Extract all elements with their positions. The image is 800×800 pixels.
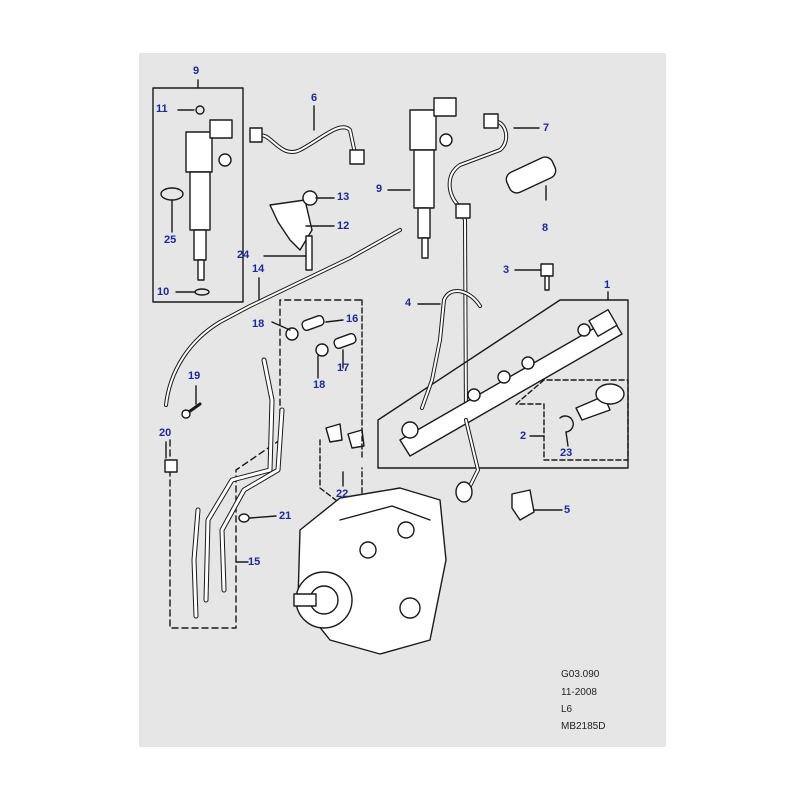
callout-9-top: 9 [193, 65, 200, 77]
callout-22: 22 [336, 488, 349, 500]
clip-22-a [325, 423, 343, 443]
fuel-rail [399, 309, 623, 457]
callout-13: 13 [337, 191, 350, 203]
clip-11 [195, 105, 205, 115]
rail-box [377, 299, 629, 469]
callout-1: 1 [604, 279, 611, 291]
callout-24: 24 [237, 249, 250, 261]
sleeve-8 [505, 156, 557, 194]
callout-10: 10 [157, 286, 170, 298]
callout-9-right: 9 [376, 183, 383, 195]
return-hose-box [169, 299, 363, 629]
clip-22-b [347, 429, 365, 449]
clip-18-a [285, 327, 299, 341]
sensor-box [515, 379, 629, 461]
model-code: L6 [561, 704, 573, 715]
callout-23: 23 [560, 447, 573, 459]
callout-12: 12 [337, 220, 350, 232]
nut-13 [302, 190, 318, 206]
clip-18-b [315, 343, 329, 357]
callout-5: 5 [564, 504, 571, 516]
reference-number: G03.090 [561, 669, 600, 680]
issue-date: 11-2008 [561, 687, 597, 698]
sleeve-16 [301, 314, 325, 332]
callout-18-b: 18 [313, 379, 326, 391]
injector-left [185, 119, 233, 281]
pressure-sensor [575, 383, 625, 421]
callout-18-a: 18 [252, 318, 265, 330]
callout-17: 17 [337, 362, 350, 374]
callout-21: 21 [279, 510, 292, 522]
stud-24 [305, 235, 313, 271]
callout-2: 2 [520, 430, 527, 442]
callout-19: 19 [188, 370, 201, 382]
bolt-3 [540, 263, 554, 277]
callout-20: 20 [159, 427, 172, 439]
callout-8: 8 [542, 222, 549, 234]
callout-3: 3 [503, 264, 510, 276]
injector-right [409, 97, 457, 259]
callout-11: 11 [156, 103, 168, 115]
drawing-code: MB2185D [561, 721, 606, 732]
washer-21 [238, 513, 250, 523]
callout-25: 25 [164, 234, 177, 246]
callout-15: 15 [248, 556, 261, 568]
callout-14: 14 [252, 263, 265, 275]
o-ring-25 [160, 187, 184, 201]
clip-5 [511, 489, 535, 521]
washer-10 [194, 288, 210, 296]
callout-6: 6 [311, 92, 318, 104]
circlip-23 [559, 415, 574, 433]
callout-4: 4 [405, 297, 412, 309]
high-pressure-pump [293, 487, 447, 655]
callout-16: 16 [346, 313, 359, 325]
bolt-20 [164, 459, 178, 473]
callout-7: 7 [543, 122, 550, 134]
sleeve-17 [333, 332, 357, 350]
